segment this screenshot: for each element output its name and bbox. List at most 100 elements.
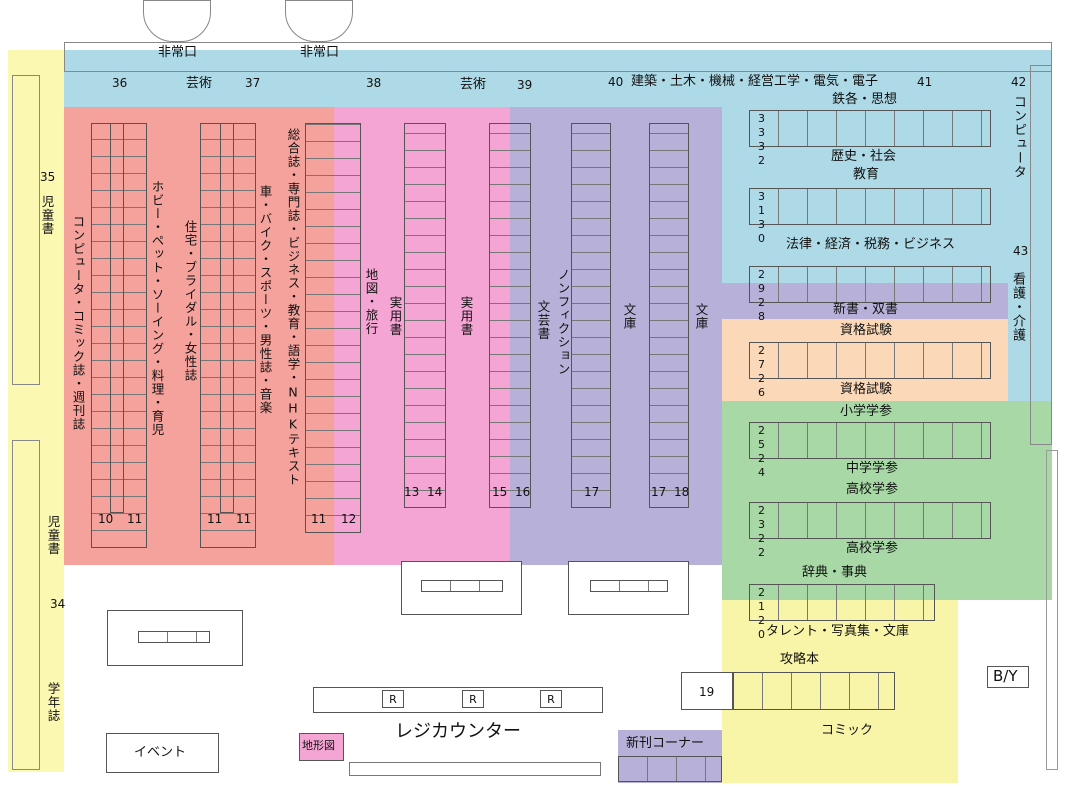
shelf-19	[733, 672, 895, 710]
label-high-school-1: 高校学参	[846, 482, 899, 497]
shelf-number-31-30: 3130	[755, 190, 768, 246]
register-r3: R	[540, 690, 562, 708]
top-wall	[64, 42, 1052, 72]
label-practical-2: 実用書	[458, 296, 474, 337]
shelf-11-11	[200, 123, 256, 548]
shelf-number-13: 13	[404, 485, 420, 499]
door-left[interactable]	[143, 0, 211, 42]
label-car: 車・バイク・スポーツ・男性誌・音楽	[257, 185, 273, 415]
label-nonfiction: ノンフィクション	[555, 268, 571, 376]
label-dictionary: 辞典・事典	[802, 565, 868, 580]
counter-lower	[349, 762, 601, 776]
left-wall	[12, 75, 40, 385]
shelf-number-19: 19	[699, 685, 715, 699]
label-new-books: 新書・双書	[833, 302, 899, 317]
label-children-1: 児童書	[39, 195, 55, 236]
label-hobby: ホビー・ペット・ソーイング・料理・育児	[149, 180, 165, 437]
shelf-number-17: 17	[584, 485, 600, 499]
label-housing: 住宅・ブライダル・女性誌	[182, 220, 198, 382]
shelf-15-16	[489, 123, 531, 508]
shelf-number-37: 37	[245, 76, 261, 90]
zone-children-left	[8, 50, 64, 772]
shelf-number-25-24: 2524	[755, 424, 768, 480]
shelf-number-35: 35	[40, 170, 56, 184]
shelf-13-14	[404, 123, 446, 508]
label-strategy: 攻略本	[780, 652, 820, 667]
shelf-number-23-22: 2322	[755, 504, 768, 560]
right-wall-lower	[1046, 450, 1058, 770]
label-elementary: 小学学参	[840, 404, 893, 419]
label-terrain-map: 地形図	[302, 739, 335, 752]
register-r2: R	[462, 690, 484, 708]
shelf-number-21-20: 2120	[755, 586, 768, 642]
shelf-number-40: 40	[608, 75, 624, 89]
shelf-19-box	[681, 672, 733, 710]
shelf-27-26	[749, 342, 991, 379]
door-right[interactable]	[285, 0, 353, 42]
label-art-2: 芸術	[460, 77, 487, 92]
label-computer-right: コンピュータ	[1011, 95, 1026, 179]
shelf-number-14: 14	[427, 485, 443, 499]
label-register-counter: レジカウンター	[395, 721, 521, 742]
shelf-number-41: 41	[917, 75, 933, 89]
display-table-2-shelf	[421, 580, 503, 592]
shelf-number-29-28: 2928	[755, 268, 768, 324]
shelf-17-18	[649, 123, 689, 508]
label-by: B/Y	[993, 667, 1018, 685]
label-children-2: 児童書	[45, 515, 61, 556]
zone-top-blue	[64, 50, 1052, 107]
shelf-25-24	[749, 422, 991, 459]
display-table-3-shelf	[590, 580, 668, 592]
label-law: 法律・経済・税務・ビジネス	[786, 237, 956, 252]
shelf-number-38: 38	[366, 76, 382, 90]
label-general-magazine: 総合誌・専門誌・ビジネス・教育・語学・NHKテキスト	[285, 128, 301, 487]
label-qualification-2: 資格試験	[840, 382, 893, 397]
label-qualification-1: 資格試験	[840, 323, 893, 338]
shelf-33-32	[749, 110, 991, 147]
label-map-travel: 地図・旅行	[363, 268, 379, 336]
shelf-29-28	[749, 266, 991, 303]
shelf-number-27-26: 2726	[755, 344, 768, 400]
shelf-number-33-32: 3332	[755, 112, 768, 168]
label-education: 教育	[853, 167, 880, 182]
register-r1: R	[382, 690, 404, 708]
label-comic: コミック	[821, 723, 874, 738]
exit-right-label: 非常口	[300, 45, 340, 60]
label-high-school-2: 高校学参	[846, 541, 899, 556]
shelf-number-18: 18	[674, 485, 690, 499]
shelf-number-12: 12	[341, 512, 357, 526]
shelf-number-42: 42	[1011, 75, 1027, 89]
left-wall-lower	[12, 440, 40, 770]
label-literature: 文芸書	[535, 300, 551, 341]
shelf-11-12	[305, 123, 361, 533]
shelf-number-36: 36	[112, 76, 128, 90]
shelf-number-43: 43	[1013, 244, 1029, 258]
shelf-number-11: 11	[207, 512, 223, 526]
shelf-23-22	[749, 502, 991, 539]
label-nursing: 看護・介護	[1010, 272, 1025, 342]
label-art-1: 芸術	[186, 76, 213, 91]
label-junior-high: 中学学参	[846, 461, 899, 476]
label-engineering: 建築・土木・機械・経営工学・電気・電子	[631, 74, 879, 89]
shelf-31-30	[749, 188, 991, 225]
shelf-number-10: 10	[98, 512, 114, 526]
label-event: イベント	[134, 745, 187, 760]
shelf-number-11: 11	[311, 512, 327, 526]
new-release-shelf	[618, 756, 722, 782]
shelf-number-11: 11	[236, 512, 252, 526]
label-practical-1: 実用書	[387, 296, 403, 337]
label-bunko-2: 文庫	[693, 303, 709, 330]
shelf-divider	[220, 123, 234, 513]
label-school-magazine: 学年誌	[45, 682, 61, 723]
label-bunko-1: 文庫	[621, 303, 637, 330]
label-computer-comic: コンピュータ・コミック誌・週刊誌	[70, 215, 86, 431]
shelf-number-16: 16	[515, 485, 531, 499]
shelf-number-34: 34	[50, 597, 66, 611]
label-talent: タレント・写真集・文庫	[766, 624, 910, 639]
shelf-number-39: 39	[517, 78, 533, 92]
shelf-number-15: 15	[492, 485, 508, 499]
label-history: 歴史・社会	[831, 149, 897, 164]
exit-left-label: 非常口	[158, 45, 198, 60]
shelf-number-17: 17	[651, 485, 667, 499]
shelf-10-11	[91, 123, 147, 548]
